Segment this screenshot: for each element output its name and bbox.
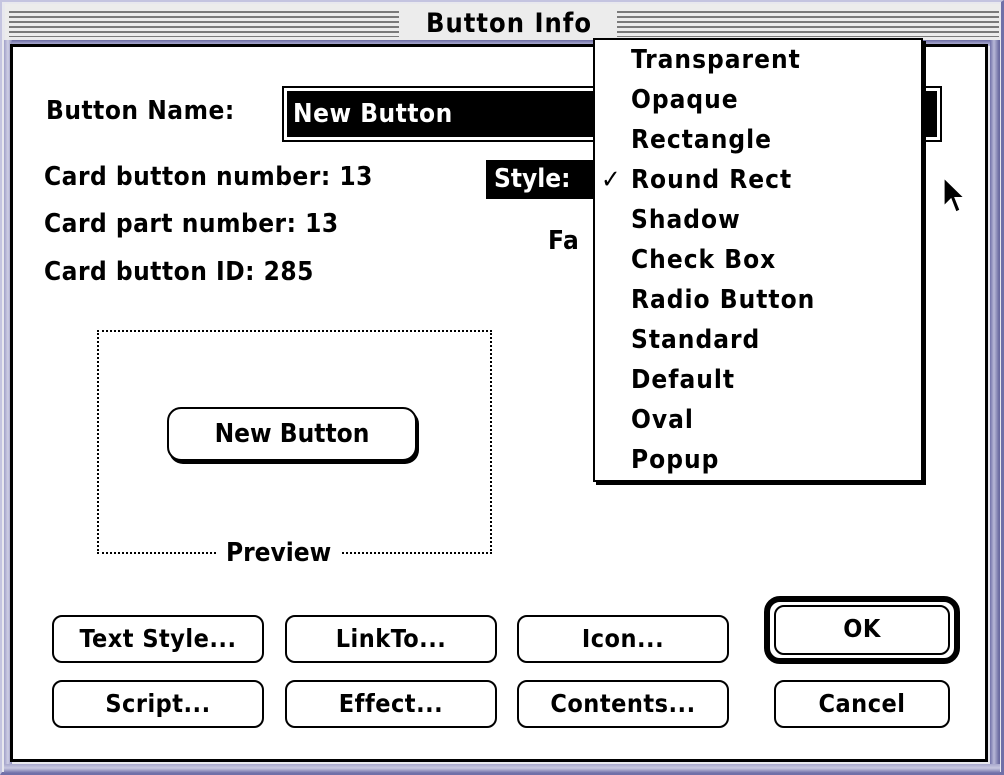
mouse-pointer-icon (944, 178, 966, 213)
ok-button[interactable]: OK (774, 605, 950, 655)
link-to-button[interactable]: LinkTo... (285, 615, 497, 663)
style-popup-label[interactable]: Style: (486, 160, 596, 199)
cancel-button[interactable]: Cancel (774, 680, 950, 728)
text-style-button[interactable]: Text Style... (52, 615, 264, 663)
menu-item-round-rect[interactable]: ✓ Round Rect (595, 160, 921, 200)
menu-item-check-box[interactable]: Check Box (595, 240, 921, 280)
menu-item-oval[interactable]: Oval (595, 400, 921, 440)
menu-item-label: Radio Button (631, 285, 816, 315)
family-label: Fa (548, 226, 580, 256)
menu-item-radio-button[interactable]: Radio Button (595, 280, 921, 320)
menu-item-rectangle[interactable]: Rectangle (595, 120, 921, 160)
contents-button[interactable]: Contents... (517, 680, 729, 728)
card-part-number: Card part number: 13 (44, 209, 339, 239)
card-button-id: Card button ID: 285 (44, 257, 314, 287)
menu-item-label: Round Rect (631, 165, 793, 195)
menu-item-standard[interactable]: Standard (595, 320, 921, 360)
menu-item-transparent[interactable]: Transparent (595, 40, 921, 80)
card-button-number: Card button number: 13 (44, 162, 373, 192)
window-frame-right (990, 40, 1000, 767)
preview-button: New Button (167, 407, 417, 461)
menu-item-label: Rectangle (631, 125, 772, 155)
menu-item-opaque[interactable]: Opaque (595, 80, 921, 120)
menu-item-popup[interactable]: Popup (595, 440, 921, 480)
menu-item-label: Shadow (631, 205, 741, 235)
title-stripes-right (617, 11, 999, 37)
script-button[interactable]: Script... (52, 680, 264, 728)
menu-item-label: Popup (631, 445, 720, 475)
style-popup-menu[interactable]: Transparent Opaque Rectangle ✓ Round Rec… (593, 38, 923, 482)
button-name-label: Button Name: (46, 96, 235, 126)
checkmark-icon: ✓ (601, 165, 622, 195)
title-bar[interactable]: Button Info (5, 4, 1000, 40)
effect-button[interactable]: Effect... (285, 680, 497, 728)
menu-item-label: Default (631, 365, 736, 395)
menu-item-label: Check Box (631, 245, 777, 275)
preview-label: Preview (216, 536, 342, 570)
menu-item-default[interactable]: Default (595, 360, 921, 400)
menu-item-label: Opaque (631, 85, 739, 115)
title-divider (5, 40, 1000, 46)
title-stripes-left (9, 11, 399, 37)
window-frame-bottom (4, 764, 1000, 773)
icon-button[interactable]: Icon... (517, 615, 729, 663)
menu-item-shadow[interactable]: Shadow (595, 200, 921, 240)
menu-item-label: Standard (631, 325, 761, 355)
menu-item-label: Transparent (631, 45, 801, 75)
window-frame-left (4, 40, 12, 767)
window-title: Button Info (425, 8, 593, 39)
menu-item-label: Oval (631, 405, 694, 435)
